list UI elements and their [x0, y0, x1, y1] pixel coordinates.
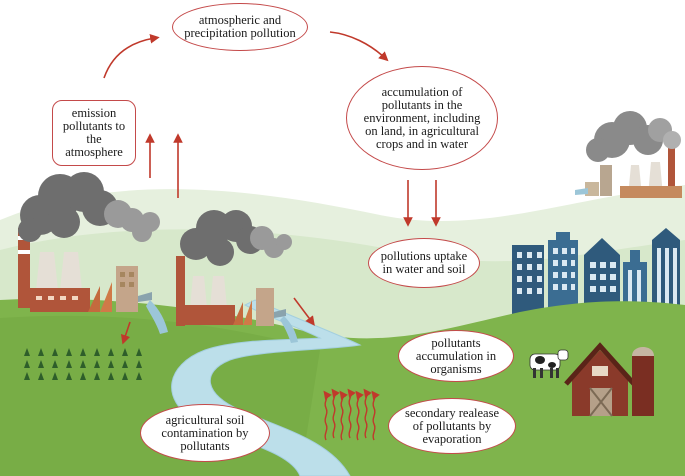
label-organisms: pollutants accumulation in organisms	[398, 330, 514, 382]
arrow-atmosphere-to-accumulation	[329, 31, 389, 62]
evaporation-icon	[323, 388, 380, 441]
city-buildings-icon	[512, 228, 680, 315]
smoke-cloud-icon	[586, 111, 681, 162]
factory-icon	[575, 148, 682, 198]
river-icon	[171, 299, 362, 476]
cow-icon	[529, 349, 569, 378]
label-secondary-release: secondary realease of pollutants by evap…	[388, 398, 516, 454]
arrow-to-river	[293, 297, 315, 326]
arrow-emission-to-atmosphere	[103, 34, 160, 79]
flow-arrows	[103, 31, 441, 345]
factory-icon	[18, 228, 168, 334]
arrow-to-soil	[120, 321, 131, 345]
label-secondary-release-text: secondary realease of pollutants by evap…	[404, 405, 500, 446]
label-emission-text: emission pollutants to the atmosphere	[62, 106, 126, 159]
silo-icon	[632, 347, 654, 416]
label-atmospheric: atmospheric and precipitation pollution	[172, 3, 308, 51]
barn-icon	[564, 342, 636, 417]
label-accumulation-environment-text: accumulation of pollutants in the enviro…	[363, 84, 481, 151]
label-organisms-text: pollutants accumulation in organisms	[415, 335, 497, 376]
label-uptake-text: pollutions uptake in water and soil	[380, 249, 468, 276]
label-accumulation-environment: accumulation of pollutants in the enviro…	[346, 66, 498, 170]
crop-field-icon	[24, 348, 142, 380]
label-soil-contamination: agricultural soil contamination by pollu…	[140, 404, 270, 462]
label-atmospheric-text: atmospheric and precipitation pollution	[184, 13, 296, 40]
factory-icon	[176, 256, 298, 343]
label-emission: emission pollutants to the atmosphere	[52, 100, 136, 166]
smoke-cloud-icon	[180, 210, 292, 266]
label-uptake: pollutions uptake in water and soil	[368, 238, 480, 288]
smoke-cloud-icon	[18, 172, 160, 242]
label-soil-contamination-text: agricultural soil contamination by pollu…	[161, 412, 249, 453]
